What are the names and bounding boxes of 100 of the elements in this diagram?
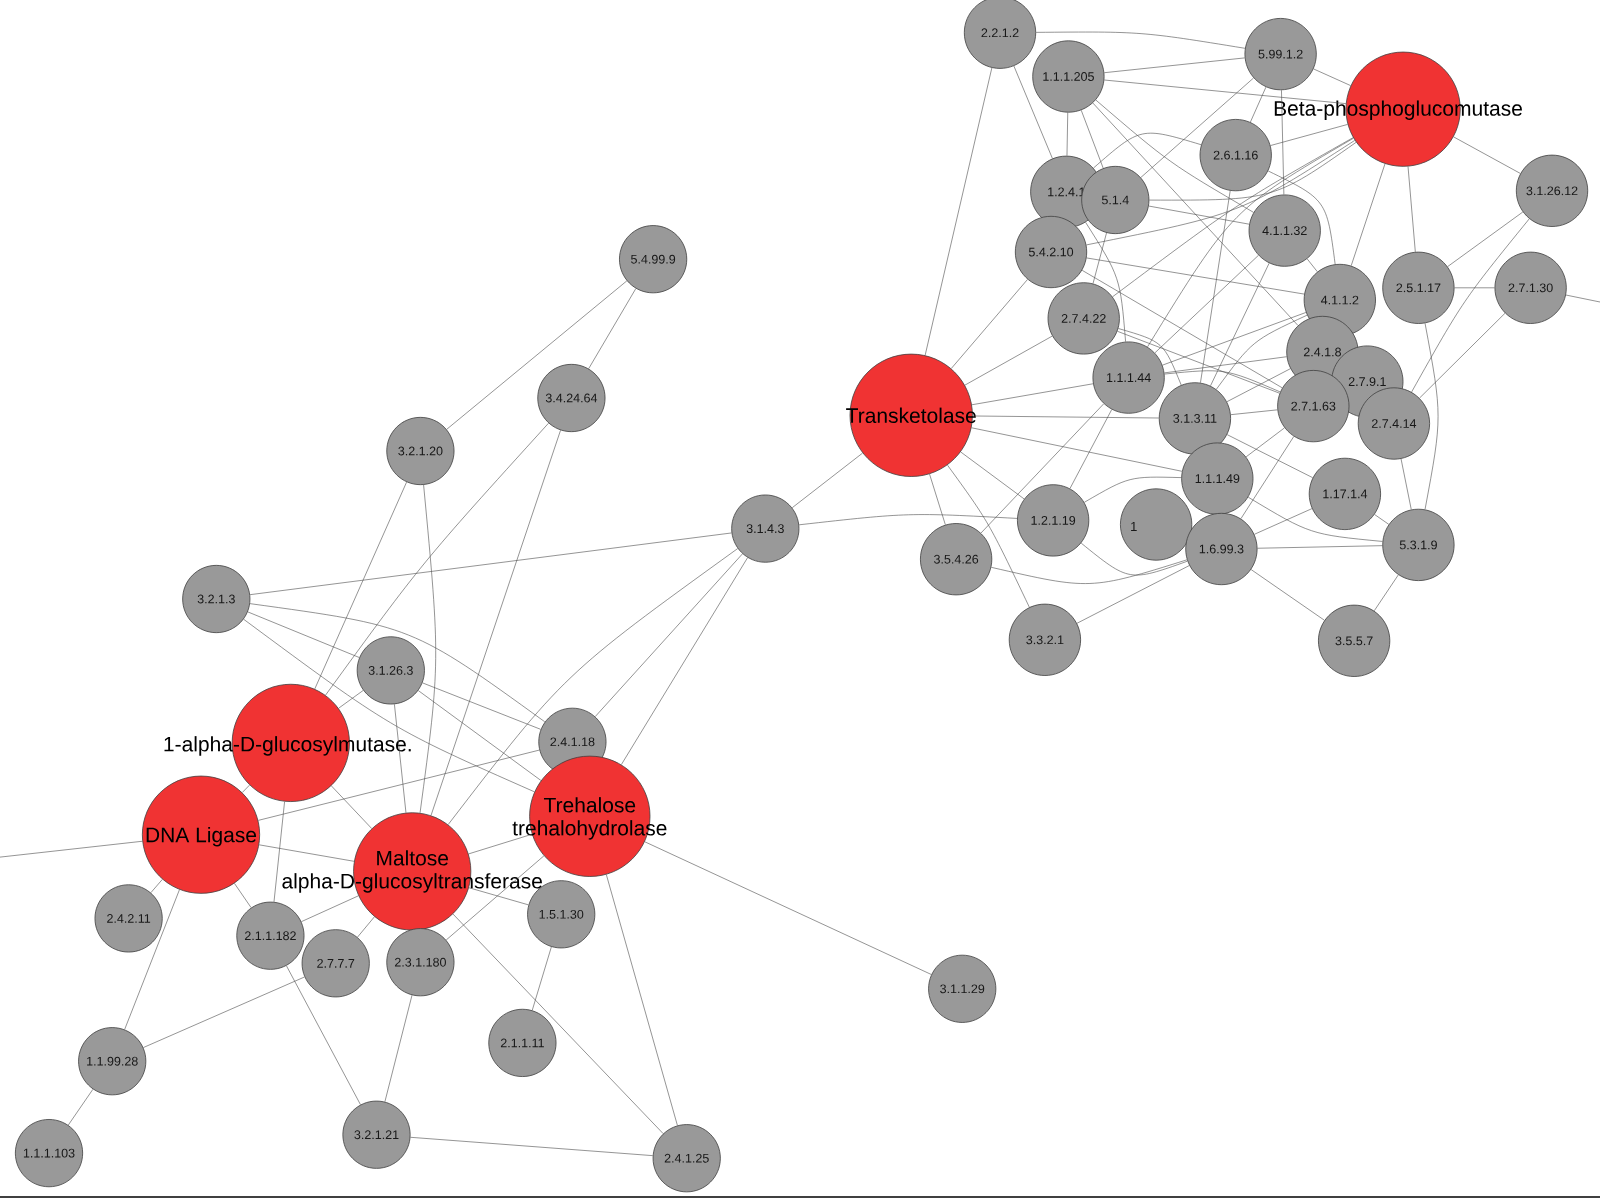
edge-line [445,855,545,941]
edge-line [1240,436,1295,519]
edge-line [1084,476,1182,503]
edge-line [588,288,637,369]
edge-line [1411,218,1530,393]
edge-line [950,279,1028,369]
edge-line [452,913,664,1134]
edge-line [1117,331,1280,394]
edge-line [980,403,1105,534]
edge-line [1306,258,1318,273]
edge-line [419,484,436,814]
edge-line [338,690,364,709]
edge-line [924,67,993,356]
edge-line [384,994,413,1102]
edge-line [1164,356,1287,374]
edge-line [394,703,407,813]
edge-line [247,611,360,658]
edge-line [1407,166,1416,253]
edge-line [1076,565,1190,624]
edge-line [991,559,1188,584]
edge-line [1210,262,1270,387]
edge-line [1112,137,1354,298]
edge-line [1085,222,1126,342]
edge-line [249,532,732,595]
edge-line [234,883,252,908]
edge-line [1069,409,1113,489]
edge-line [1270,124,1348,146]
edge-line [422,682,541,730]
edge-line [1092,232,1107,284]
edge-line [1373,574,1399,612]
edge-line [1454,287,1495,289]
edge-line [621,557,748,765]
edge-line [929,473,946,526]
edge-line [417,690,542,781]
edge-line [1350,163,1386,267]
edge-line [971,383,1094,406]
edge-line [1250,86,1267,123]
edge-line [143,976,305,1048]
edge-line [1035,31,1246,49]
edge-line [1254,508,1313,535]
edge-line [1400,458,1412,510]
edge-line [798,514,1018,526]
edge-line [1257,545,1383,549]
edge-line [1453,136,1521,174]
edge-line [1267,170,1336,265]
edge-line [1149,142,1357,201]
edge-line [1154,255,1259,354]
edge-line [606,874,678,1126]
edge-line [150,879,163,893]
edge-line [410,1137,654,1156]
edge-line [1066,112,1069,156]
edge-line [1247,496,1383,542]
highlighted-node: DNA Ligase [141,775,261,894]
edge-line [1447,211,1524,267]
edge-line [1216,314,1308,390]
edge-line [430,429,561,816]
edge-line [68,1088,94,1126]
edge-line [1313,68,1351,86]
edge-line [1419,312,1506,399]
edge-line [124,889,180,1030]
edge-line [1118,328,1182,386]
edge-line [644,841,932,975]
edge-line [446,280,628,430]
edge-line [971,427,1183,472]
edge-line [1086,257,1305,295]
edge-line [972,415,1160,419]
edge-line [258,749,540,821]
edge-line [1013,65,1053,159]
edge-line [960,451,1025,500]
edge-line [1424,323,1439,510]
edge-line [1086,140,1356,246]
edge-line [1080,542,1188,576]
edge-line [947,464,1030,608]
edge-line [447,548,738,825]
edge-line [468,833,533,855]
edge-line [1230,409,1278,415]
edge-line [1281,89,1285,195]
edge-line [1565,294,1600,303]
edge-line [286,965,361,1105]
edge-line [314,481,407,690]
edge-line [1080,109,1104,169]
edge-line [243,618,535,793]
edge-line [242,784,250,793]
edge-line [531,946,552,1011]
edge-line [331,785,372,829]
edge-line [1226,368,1291,403]
edge-line [0,840,143,858]
edge-line [964,335,1053,386]
edge-line [1092,102,1299,326]
edge-line [1093,132,1202,169]
edge-line [1200,190,1231,384]
edge-line [1140,77,1254,178]
edge-line [273,801,285,903]
edge-line [1081,270,1283,389]
edge-line [1104,57,1245,73]
edge-line [594,553,743,717]
edge-line [1250,569,1325,621]
edge-line [1245,427,1285,458]
edge-line [1226,434,1313,478]
edge-line [301,895,359,922]
